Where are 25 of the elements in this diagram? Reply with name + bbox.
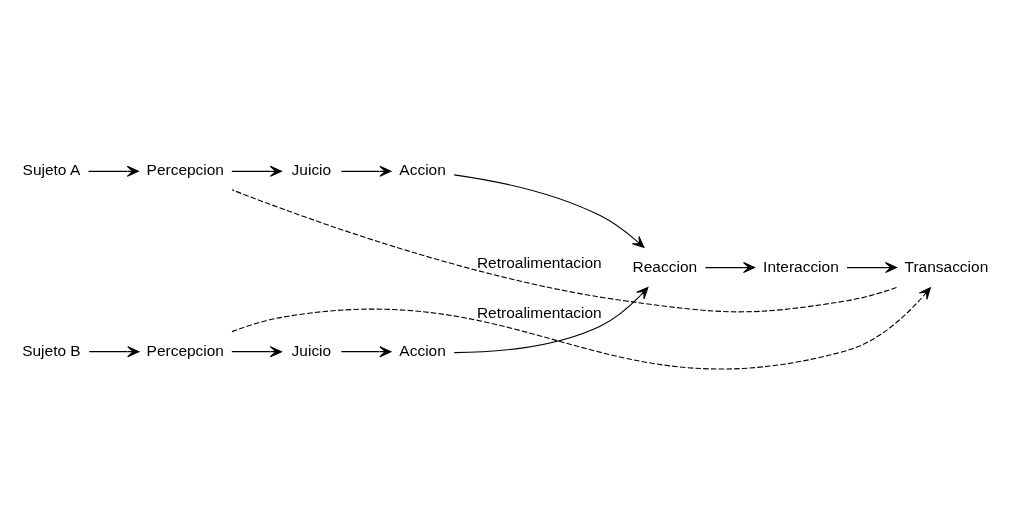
node-text: Sujeto B [22, 341, 81, 359]
arrow [231, 165, 282, 177]
arrow [231, 287, 931, 370]
node-text: Juicio [291, 161, 332, 179]
node-text: Interaccion [763, 257, 839, 275]
node-text: Reaccion [632, 257, 698, 275]
node-text: Accion [399, 161, 446, 179]
edge-label: Retroalimentacion [476, 303, 602, 321]
arrow [846, 262, 898, 274]
node-text: Percepcion [146, 341, 224, 359]
node-text: Accion [399, 341, 446, 359]
connector [231, 189, 898, 313]
arrow [453, 174, 645, 249]
node-text: Sujeto A [22, 161, 81, 179]
node-text: Percepcion [146, 161, 224, 179]
edge-label: Retroalimentacion [476, 253, 602, 271]
node-text: Transaccion [904, 257, 989, 275]
arrow [87, 165, 139, 177]
arrow [704, 262, 756, 274]
arrow [231, 346, 282, 358]
arrow [453, 286, 649, 354]
arrow [88, 346, 140, 358]
arrow [340, 346, 392, 358]
arrow [340, 165, 392, 177]
node-text: Juicio [291, 341, 332, 359]
